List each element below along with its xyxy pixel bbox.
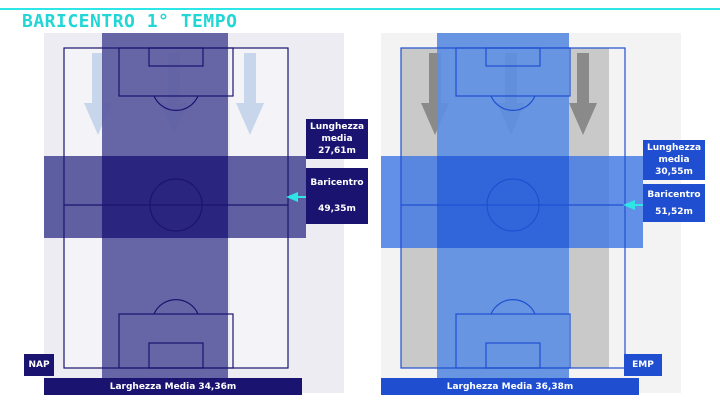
band-overlap [102, 156, 228, 238]
baricentro-box-nap: Baricentro 49,35m [306, 168, 368, 224]
page-title: BARICENTRO 1° TEMPO [22, 11, 238, 32]
lunghezza-box-emp: Lunghezza media 30,55m [643, 140, 705, 180]
pitch-panel-emp [381, 33, 681, 393]
pitch-lines [63, 47, 289, 369]
baricentro-label: Baricentro [310, 178, 364, 188]
baricentro-label: Baricentro [647, 189, 701, 200]
pitch-diagram-nap [44, 33, 344, 393]
larghezza-bar-nap: Larghezza Media 34,36m [44, 378, 302, 395]
larghezza-bar-emp: Larghezza Media 36,38m [381, 378, 639, 395]
pitch-lines [400, 47, 626, 369]
team-tag-nap: NAP [24, 354, 54, 376]
pitch-diagram-emp [381, 33, 643, 393]
baricentro-box-emp: Baricentro 51,52m [643, 184, 705, 222]
top-accent-line [0, 8, 720, 10]
baricentro-value: 51,52m [655, 206, 693, 217]
arrow-down-icon [569, 53, 597, 135]
band-overlap [437, 156, 569, 248]
baricentro-arrow-icon [623, 200, 643, 210]
team-tag-emp: EMP [624, 354, 662, 376]
lunghezza-box-nap: Lunghezza media 27,61m [306, 119, 368, 159]
baricentro-value: 49,35m [318, 204, 356, 214]
pitch-panel-nap [44, 33, 344, 393]
arrow-down-icon [236, 53, 264, 135]
